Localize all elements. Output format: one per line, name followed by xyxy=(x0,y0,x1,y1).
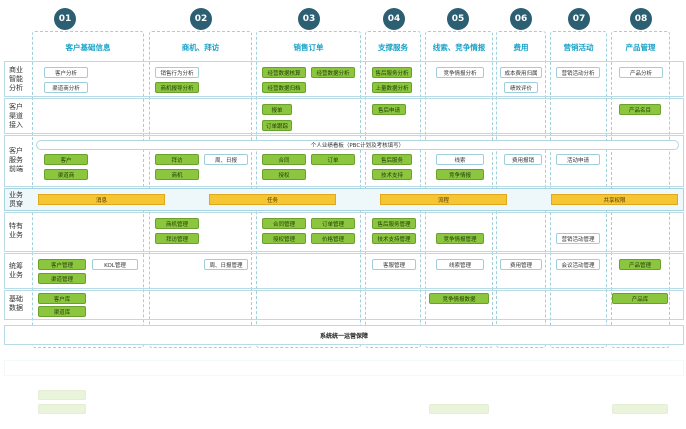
system-operation-band: 系统统一运营保障 xyxy=(4,325,684,345)
box-opportunity-report-analysis[interactable]: 商机报导分析 xyxy=(155,82,199,93)
box-opportunity[interactable]: 商机 xyxy=(155,169,199,180)
box-lead[interactable]: 线索 xyxy=(436,154,484,165)
box-customer-mgmt[interactable]: 客户管理 xyxy=(38,259,86,270)
box-competitive-intel[interactable]: 竞争情报 xyxy=(436,169,484,180)
box-business-data-archive[interactable]: 经营数据归档 xyxy=(262,82,306,93)
box-customer-analysis[interactable]: 客户分析 xyxy=(44,67,88,78)
box-marketing-mgmt[interactable]: 营销活动管理 xyxy=(556,233,600,244)
bar-task[interactable]: 任务 xyxy=(209,194,336,205)
box-competitive-intel-data[interactable]: 竞争情报数据 xyxy=(429,293,489,304)
row-label-access: 客户 渠道 接入 xyxy=(9,103,23,129)
column-title-02: 商机、拜访 xyxy=(181,43,220,52)
column-title-01: 客户基础信息 xyxy=(65,43,111,52)
box-channel-analysis[interactable]: 渠道商分析 xyxy=(44,82,88,93)
box-authorization-mgmt[interactable]: 授权管理 xyxy=(262,233,306,244)
column-title-08: 产品管理 xyxy=(625,43,656,52)
box-after-sales-mgmt[interactable]: 售后服务管理 xyxy=(372,218,416,229)
column-title-06: 费用 xyxy=(513,43,529,52)
bar-process[interactable]: 流程 xyxy=(380,194,507,205)
box-order[interactable]: 订单 xyxy=(311,154,355,165)
box-customer-db[interactable]: 客户库 xyxy=(38,293,86,304)
column-number-06: 06 xyxy=(510,8,532,30)
row-band-access xyxy=(4,98,684,134)
box-after-sales-service[interactable]: 售后服务 xyxy=(372,154,412,165)
box-product-analysis[interactable]: 产品分析 xyxy=(619,67,663,78)
row-label-through: 业务 贯穿 xyxy=(9,191,23,208)
box-weekly-daily[interactable]: 周、日报 xyxy=(204,154,248,165)
column-title-05: 线索、竞争情报 xyxy=(432,43,486,52)
row-label-basedata: 基础 数据 xyxy=(9,295,23,312)
row-label-overall: 统筹 业务 xyxy=(9,262,23,279)
row-band-frontend xyxy=(4,135,684,187)
box-expense-mgmt[interactable]: 费用管理 xyxy=(500,259,542,270)
reflection-box xyxy=(38,404,86,414)
box-sales-behavior-analysis[interactable]: 销售行为分析 xyxy=(155,67,199,78)
box-channel-db[interactable]: 渠道库 xyxy=(38,306,86,317)
box-visit-mgmt[interactable]: 拜访管理 xyxy=(155,233,199,244)
box-report-order[interactable]: 报单 xyxy=(262,104,292,115)
row-label-bi: 商业 智能 分析 xyxy=(9,66,23,92)
personal-performance-bar[interactable]: 个人业绩看板（PBC计划及考核填写） xyxy=(36,140,679,150)
box-competitive-intel-mgmt[interactable]: 竞争情报管理 xyxy=(436,233,484,244)
box-customer[interactable]: 客户 xyxy=(44,154,88,165)
box-product-mgmt[interactable]: 产品管理 xyxy=(619,259,661,270)
column-title-03: 销售订单 xyxy=(293,43,324,52)
box-business-data-analysis[interactable]: 经营数据分析 xyxy=(311,67,355,78)
reflection-box xyxy=(612,404,668,414)
box-contract[interactable]: 合同 xyxy=(262,154,306,165)
box-customer-service-mgmt[interactable]: 客服管理 xyxy=(372,259,416,270)
box-business-data-accounting[interactable]: 经营数据核算 xyxy=(262,67,306,78)
box-visit[interactable]: 拜访 xyxy=(155,154,199,165)
column-number-07: 07 xyxy=(568,8,590,30)
row-band-through xyxy=(4,188,684,211)
reflection-band xyxy=(4,360,684,376)
box-order-mgmt[interactable]: 订单管理 xyxy=(311,218,355,229)
box-after-sales-analysis[interactable]: 售后服务分析 xyxy=(372,67,412,78)
column-number-05: 05 xyxy=(447,8,469,30)
reflection-box xyxy=(429,404,489,414)
box-expense-reimbursement[interactable]: 费用报销 xyxy=(504,154,542,165)
box-lead-mgmt[interactable]: 线索管理 xyxy=(436,259,484,270)
box-weekly-daily-mgmt[interactable]: 周、日报管理 xyxy=(204,259,248,270)
column-title-07: 营销活动 xyxy=(563,43,594,52)
row-band-basedata xyxy=(4,290,684,320)
box-tech-support[interactable]: 技术支持 xyxy=(372,169,412,180)
row-band-overall xyxy=(4,253,684,289)
box-cost-attribution[interactable]: 成本费用归属 xyxy=(500,67,542,78)
column-number-08: 08 xyxy=(630,8,652,30)
box-price-mgmt[interactable]: 价格管理 xyxy=(311,233,355,244)
box-kol-mgmt[interactable]: KOL管理 xyxy=(92,259,138,270)
box-tech-support-mgmt[interactable]: 技术支持管理 xyxy=(372,233,416,244)
box-after-sales-request[interactable]: 售后申请 xyxy=(372,104,406,115)
box-product-db[interactable]: 产品库 xyxy=(612,293,668,304)
column-number-04: 04 xyxy=(383,8,405,30)
reflection-box xyxy=(38,390,86,400)
column-title-04: 支撑服务 xyxy=(378,43,408,52)
row-band-bi xyxy=(4,61,684,97)
box-channel-mgmt[interactable]: 渠道管理 xyxy=(38,273,86,284)
row-label-frontend: 客户 服务 前端 xyxy=(9,147,23,173)
row-label-special: 特有 业务 xyxy=(9,222,23,239)
box-marketing-analysis[interactable]: 营销活动分析 xyxy=(556,67,600,78)
box-meeting-activity-mgmt[interactable]: 会议活动管理 xyxy=(556,259,600,270)
column-number-02: 02 xyxy=(190,8,212,30)
box-opportunity-mgmt[interactable]: 商机管理 xyxy=(155,218,199,229)
box-competition-analysis[interactable]: 竞争情报分析 xyxy=(436,67,484,78)
column-number-01: 01 xyxy=(54,8,76,30)
box-channel[interactable]: 渠道商 xyxy=(44,169,88,180)
box-order-tracking[interactable]: 订单跟踪 xyxy=(262,120,292,131)
box-authorization[interactable]: 授权 xyxy=(262,169,306,180)
box-product-catalog[interactable]: 产品名目 xyxy=(619,104,661,115)
reflection xyxy=(4,352,684,429)
row-band-special xyxy=(4,212,684,252)
column-number-03: 03 xyxy=(298,8,320,30)
box-volume-analysis[interactable]: 上量数据分析 xyxy=(372,82,412,93)
bar-shared-permission[interactable]: 共享权限 xyxy=(551,194,678,205)
bar-message[interactable]: 消息 xyxy=(38,194,165,205)
box-activity-request[interactable]: 活动申请 xyxy=(556,154,600,165)
box-performance-evaluation[interactable]: 绩效评价 xyxy=(504,82,538,93)
box-contract-mgmt[interactable]: 合同管理 xyxy=(262,218,306,229)
